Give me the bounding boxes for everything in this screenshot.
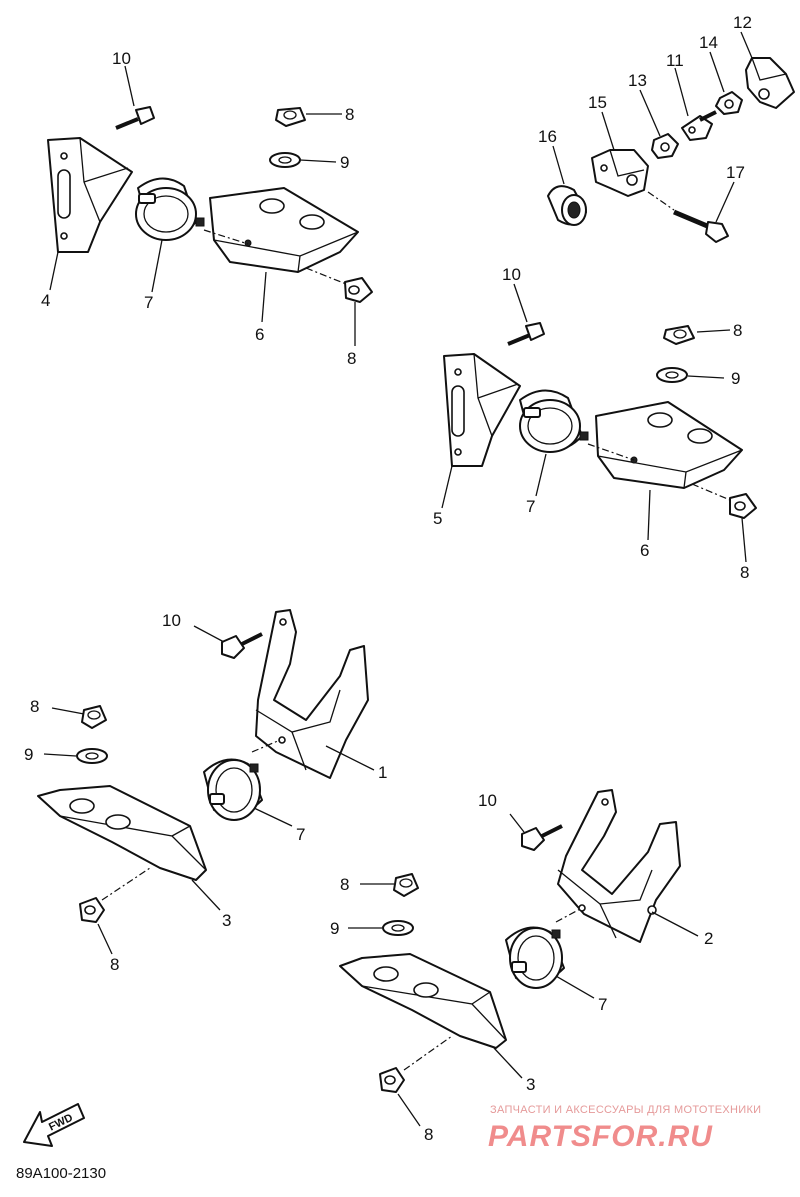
callout-7: 7 [598,995,607,1014]
part-11-adjuster [681,110,717,141]
part-16-bushing [547,185,587,226]
part-10-bolt [115,106,155,130]
callout-8: 8 [30,697,39,716]
callout-8: 8 [340,875,349,894]
part-8-nut [729,493,757,519]
callout-1: 1 [378,763,387,782]
watermark: ЗАПЧАСТИ И АКСЕССУАРЫ ДЛЯ МОТОТЕХНИКИ PA… [488,1104,761,1153]
callout-8: 8 [347,349,356,368]
part-6-holder [595,401,743,489]
part-9-washer [382,920,414,936]
callout-10: 10 [478,791,497,810]
part-8-nut [663,325,695,345]
part-14-nut [715,91,743,115]
callout-3: 3 [526,1075,535,1094]
part-2-bracket [557,789,681,943]
part-7-rubber-mount [519,389,589,453]
callout-5: 5 [433,509,442,528]
part-8-nut [393,873,419,897]
part-9-washer [76,748,108,764]
callout-10: 10 [162,611,181,630]
callout-3: 3 [222,911,231,930]
callout-7: 7 [296,825,305,844]
callout-6: 6 [255,325,264,344]
callout-6: 6 [640,541,649,560]
part-7-rubber-mount [135,177,205,241]
part-15-bracket [591,149,649,197]
callout-7: 7 [526,497,535,516]
watermark-brand: PARTSFOR.RU [488,1120,713,1153]
part-5-bracket [443,353,521,467]
part-13-nut [651,133,679,159]
part-3-holder [339,953,507,1049]
mount-assembly-bottom-left [37,609,375,955]
mount-assembly-middle-right [441,283,757,563]
watermark-tagline: ЗАПЧАСТИ И АКСЕССУАРЫ ДЛЯ МОТОТЕХНИКИ [490,1104,761,1116]
part-17-bolt [673,209,729,243]
callout-10: 10 [502,265,521,284]
callout-9: 9 [731,369,740,388]
callout-14: 14 [699,33,718,52]
callout-17: 17 [726,163,745,182]
part-8-nut [79,897,105,923]
callout-8: 8 [733,321,742,340]
callout-15: 15 [588,93,607,112]
part-3-holder [37,785,207,881]
part-4-bracket [47,137,133,253]
callout-9: 9 [330,919,339,938]
part-9-washer [269,152,301,168]
fwd-arrow: FWD [23,1103,85,1147]
callout-9: 9 [24,745,33,764]
part-12-clevis [745,57,795,109]
mount-assembly-top-left [47,65,373,346]
callout-7: 7 [144,293,153,312]
part-8-nut [379,1067,405,1093]
part-6-holder [209,187,359,273]
part-8-nut [275,107,306,127]
callout-9: 9 [340,153,349,172]
callout-12: 12 [733,13,752,32]
diagram-code: 89A100-2130 [16,1165,106,1182]
callout-labels: 10 8 9 4 7 6 8 12 14 11 13 15 16 17 10 8… [24,13,752,1144]
part-10-bolt [521,824,563,851]
callout-13: 13 [628,71,647,90]
callout-11: 11 [666,51,684,70]
callout-2: 2 [704,929,713,948]
mount-assembly-bottom-right [339,789,699,1127]
part-7-rubber-mount [505,926,565,989]
callout-8: 8 [424,1125,433,1144]
callout-4: 4 [41,291,50,310]
callout-8: 8 [110,955,119,974]
mount-assembly-top-right-linkage [547,31,795,243]
callout-10: 10 [112,49,131,68]
part-10-bolt [507,322,545,346]
part-8-nut [344,277,373,303]
part-8-nut [81,705,107,729]
callout-8: 8 [345,105,354,124]
part-7-rubber-mount [203,758,263,821]
callout-16: 16 [538,127,557,146]
part-9-washer [656,367,688,383]
part-10-bolt [221,632,263,659]
callout-8: 8 [740,563,749,582]
part-1-bracket [255,609,369,779]
